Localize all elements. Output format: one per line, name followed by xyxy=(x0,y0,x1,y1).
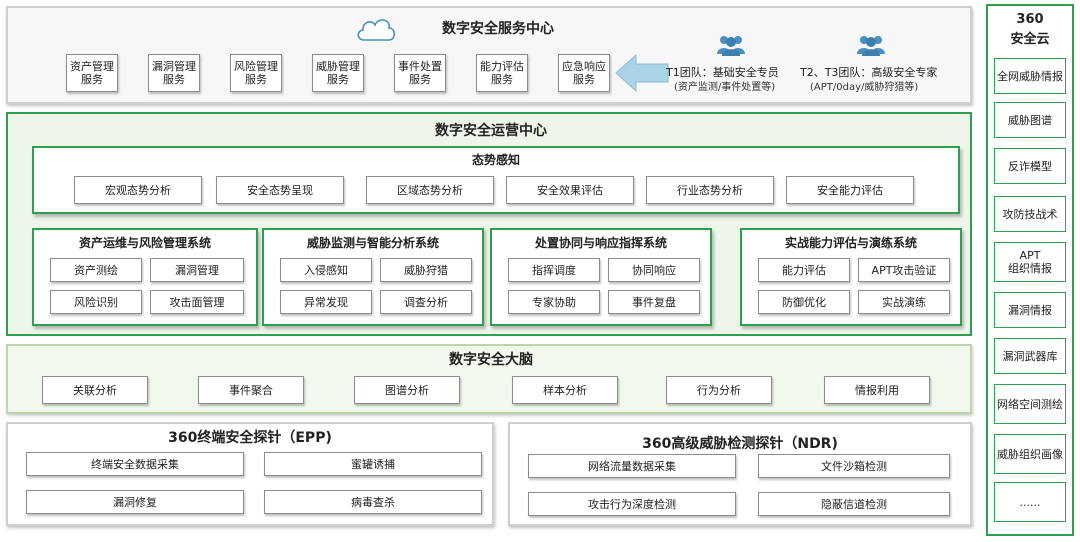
cloud-item[interactable]: APT 组织情报 xyxy=(994,242,1066,282)
service-incident-handling[interactable]: 事件处置 服务 xyxy=(394,54,446,92)
ndr-item[interactable]: 隐蔽信道检测 xyxy=(758,492,950,516)
system-item[interactable]: 防御优化 xyxy=(758,290,850,314)
cloud-item[interactable]: 全网威胁情报 xyxy=(994,58,1066,94)
service-center-panel: 数字安全服务中心 资产管理 服务 漏洞管理 服务 风险管理 服务 威胁管理 服务… xyxy=(6,6,972,104)
system-title: 实战能力评估与演练系统 xyxy=(784,235,917,250)
system-title: 资产运维与风险管理系统 xyxy=(78,235,211,250)
system-threat-monitoring-card: 威胁监测与智能分析系统 入侵感知 威胁狩猎 异常发现 调查分析 xyxy=(262,228,484,326)
system-title: 威胁监测与智能分析系统 xyxy=(306,235,439,250)
cloud-item[interactable]: 攻防技战术 xyxy=(994,196,1066,232)
system-item[interactable]: 异常发现 xyxy=(280,290,372,314)
epp-title: 360终端安全探针（EPP) xyxy=(168,430,332,446)
brain-item[interactable]: 样本分析 xyxy=(512,376,618,404)
situation-item[interactable]: 宏观态势分析 xyxy=(74,176,202,204)
cloud-item[interactable]: 漏洞情报 xyxy=(994,292,1066,328)
cloud-item[interactable]: 威胁图谱 xyxy=(994,102,1066,138)
epp-probe-panel: 360终端安全探针（EPP) 终端安全数据采集 蜜罐诱捕 漏洞修复 病毒查杀 xyxy=(6,422,494,526)
team1-subtitle: (资产监测/事件处置等) xyxy=(674,82,776,93)
security-cloud-title-line1: 360 xyxy=(1016,11,1044,27)
system-response-command-card: 处置协同与响应指挥系统 指挥调度 协同响应 专家协助 事件复盘 xyxy=(490,228,712,326)
team1-title: T1团队：基础安全专员 xyxy=(666,66,779,79)
service-capability-assessment[interactable]: 能力评估 服务 xyxy=(476,54,528,92)
epp-item[interactable]: 终端安全数据采集 xyxy=(26,452,244,476)
system-item[interactable]: 调查分析 xyxy=(380,290,472,314)
team2-subtitle: (APT/0day/威胁狩猎等) xyxy=(810,82,919,93)
team2-title: T2、T3团队：高级安全专家 xyxy=(800,66,938,79)
brain-item[interactable]: 图谱分析 xyxy=(354,376,460,404)
situation-awareness-card: 态势感知 宏观态势分析 安全态势呈现 区域态势分析 安全效果评估 行业态势分析 … xyxy=(32,146,960,214)
service-emergency-response[interactable]: 应急响应 服务 xyxy=(558,54,610,92)
ndr-title: 360高级威胁检测探针（NDR) xyxy=(642,436,838,452)
service-asset-management[interactable]: 资产管理 服务 xyxy=(66,54,118,92)
team2-people-icon xyxy=(856,34,886,56)
system-capability-drill-card: 实战能力评估与演练系统 能力评估 APT攻击验证 防御优化 实战演练 xyxy=(740,228,962,326)
brain-item[interactable]: 行为分析 xyxy=(666,376,772,404)
system-item[interactable]: 风险识别 xyxy=(50,290,142,314)
cloud-item[interactable]: ...... xyxy=(994,482,1066,522)
situation-item[interactable]: 安全能力评估 xyxy=(786,176,914,204)
epp-item[interactable]: 蜜罐诱捕 xyxy=(264,452,482,476)
system-item[interactable]: 指挥调度 xyxy=(508,258,600,282)
system-asset-risk-card: 资产运维与风险管理系统 资产测绘 漏洞管理 风险识别 攻击面管理 xyxy=(32,228,258,326)
cloud-item[interactable]: 反诈模型 xyxy=(994,148,1066,184)
situation-item[interactable]: 安全态势呈现 xyxy=(216,176,344,204)
ops-center-title: 数字安全运营中心 xyxy=(435,123,547,139)
service-center-title: 数字安全服务中心 xyxy=(442,21,554,37)
cloud-icon xyxy=(354,12,398,44)
system-item[interactable]: 资产测绘 xyxy=(50,258,142,282)
cloud-item[interactable]: 威胁组织画像 xyxy=(994,434,1066,474)
team1-people-icon xyxy=(716,34,746,56)
situation-item[interactable]: 行业态势分析 xyxy=(646,176,774,204)
system-item[interactable]: 事件复盘 xyxy=(608,290,700,314)
system-title: 处置协同与响应指挥系统 xyxy=(534,235,667,250)
situation-awareness-title: 态势感知 xyxy=(471,152,520,167)
system-item[interactable]: 能力评估 xyxy=(758,258,850,282)
security-cloud-title-line2: 安全云 xyxy=(1010,31,1050,47)
system-item[interactable]: 漏洞管理 xyxy=(150,258,244,282)
security-cloud-column: 360 安全云 全网威胁情报 威胁图谱 反诈模型 攻防技战术 APT 组织情报 … xyxy=(986,4,1074,536)
service-vulnerability-management[interactable]: 漏洞管理 服务 xyxy=(148,54,200,92)
ops-center-panel: 数字安全运营中心 态势感知 宏观态势分析 安全态势呈现 区域态势分析 安全效果评… xyxy=(6,112,972,336)
brain-item[interactable]: 关联分析 xyxy=(42,376,148,404)
situation-item[interactable]: 区域态势分析 xyxy=(366,176,494,204)
system-item[interactable]: APT攻击验证 xyxy=(858,258,950,282)
system-item[interactable]: 入侵感知 xyxy=(280,258,372,282)
service-threat-management[interactable]: 威胁管理 服务 xyxy=(312,54,364,92)
epp-item[interactable]: 漏洞修复 xyxy=(26,490,244,514)
left-arrow-icon xyxy=(614,52,670,94)
situation-item[interactable]: 安全效果评估 xyxy=(506,176,634,204)
system-item[interactable]: 专家协助 xyxy=(508,290,600,314)
ndr-item[interactable]: 网络流量数据采集 xyxy=(528,454,736,478)
system-item[interactable]: 实战演练 xyxy=(858,290,950,314)
ndr-probe-panel: 360高级威胁检测探针（NDR) 网络流量数据采集 文件沙箱检测 攻击行为深度检… xyxy=(508,422,972,526)
security-brain-title: 数字安全大脑 xyxy=(449,352,533,368)
system-item[interactable]: 威胁狩猎 xyxy=(380,258,472,282)
brain-item[interactable]: 情报利用 xyxy=(824,376,930,404)
ndr-item[interactable]: 文件沙箱检测 xyxy=(758,454,950,478)
brain-item[interactable]: 事件聚合 xyxy=(198,376,304,404)
system-item[interactable]: 协同响应 xyxy=(608,258,700,282)
system-item[interactable]: 攻击面管理 xyxy=(150,290,244,314)
cloud-item[interactable]: 漏洞武器库 xyxy=(994,338,1066,374)
service-risk-management[interactable]: 风险管理 服务 xyxy=(230,54,282,92)
security-brain-panel: 数字安全大脑 关联分析 事件聚合 图谱分析 样本分析 行为分析 情报利用 xyxy=(6,344,972,414)
cloud-item[interactable]: 网络空间测绘 xyxy=(994,384,1066,424)
ndr-item[interactable]: 攻击行为深度检测 xyxy=(528,492,736,516)
epp-item[interactable]: 病毒查杀 xyxy=(264,490,482,514)
